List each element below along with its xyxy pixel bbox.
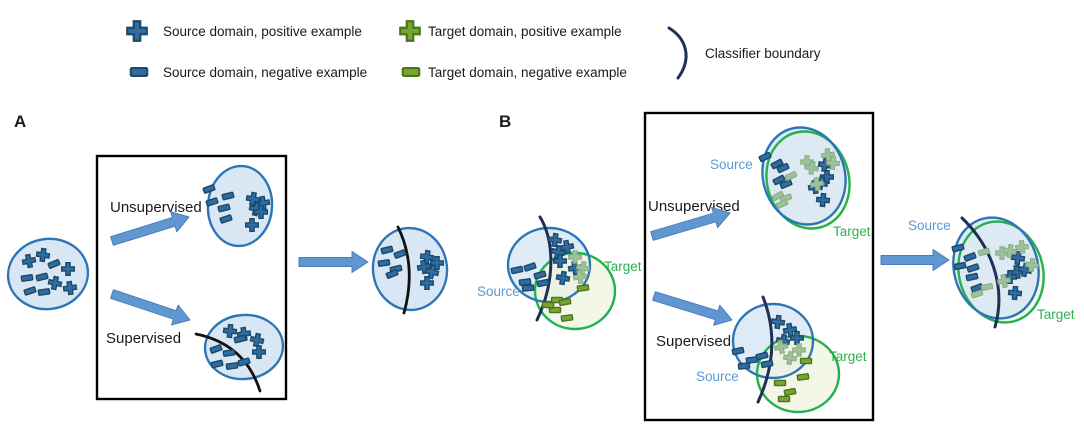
source-label: Source: [710, 157, 753, 172]
b-sup-src-dash: [760, 359, 774, 369]
target-domain-ellipse-fill: [757, 336, 839, 412]
target-domain-ellipse: [765, 130, 851, 230]
source-label: Source: [477, 284, 520, 299]
panel-a-box: [95, 154, 288, 401]
classifier-boundary-curve: [756, 295, 774, 404]
source-domain-ellipse: [731, 302, 815, 380]
b-sup-tgt-dash: [783, 387, 797, 397]
figure-a-start: [6, 237, 90, 311]
a-sup-dash: [225, 361, 239, 371]
legend-source-negative-label: Source domain, negative example: [163, 65, 367, 80]
b-sup-tgt-dash: [799, 357, 813, 365]
b-pre-tgt-dash: [576, 283, 590, 293]
a-start-dash: [37, 287, 51, 297]
source-positive-icon: [126, 20, 148, 42]
classifier-boundary-icon: [667, 26, 688, 80]
target-domain-ellipse: [957, 220, 1045, 324]
target-label: Target: [833, 224, 871, 239]
supervised-arrow-a: [110, 289, 191, 326]
unsupervised-arrow-a: [110, 211, 190, 246]
legend-target-positive-label: Target domain, positive example: [428, 24, 622, 39]
panel-a-label: A: [14, 112, 26, 131]
b-sup-tgt-dash: [773, 379, 787, 387]
target-label: Target: [1037, 307, 1075, 322]
panel-b-label: B: [499, 112, 511, 131]
result-arrow-a: [298, 251, 369, 273]
b-result-src-dash: [953, 261, 967, 271]
legend: Source domain, positive example Target d…: [126, 20, 821, 80]
source-label: Source: [696, 369, 739, 384]
source-domain-ellipse: [761, 126, 847, 226]
source-domain-ellipse: [952, 216, 1040, 320]
b-sup-src-dash: [737, 362, 751, 370]
target-label: Target: [604, 259, 642, 274]
a-sup-dash: [222, 348, 236, 358]
a-result-dash: [377, 258, 391, 268]
b-pre-src-dash: [518, 277, 532, 287]
legend-target-negative-label: Target domain, negative example: [428, 65, 627, 80]
unsupervised-arrow-b: [650, 207, 731, 241]
source-domain-ellipse: [6, 237, 90, 311]
classifier-boundary-curve: [396, 225, 411, 315]
b-sup-tgt-dash: [796, 372, 810, 382]
b-sup-tgt-dash: [777, 395, 791, 403]
result-arrow-b: [880, 249, 950, 271]
b-pre-tgt-dash: [558, 297, 572, 307]
legend-classifier-label: Classifier boundary: [705, 46, 821, 61]
classifier-boundary-curve: [960, 216, 1001, 329]
supervised-arrow-b: [652, 291, 733, 326]
source-label: Source: [908, 218, 951, 233]
panel-b-box: [643, 111, 875, 422]
target-label: Target: [829, 349, 867, 364]
target-positive-icon: [399, 20, 421, 42]
classifier-boundary-curve: [194, 332, 262, 393]
target-negative-icon: [401, 67, 421, 77]
b-pre-tgt-dash: [541, 301, 555, 309]
b-pre-tgt-dash: [560, 313, 574, 323]
a-start-dash: [20, 273, 34, 283]
b-pre-src-dash: [521, 284, 535, 292]
figure-a-supervised: [194, 313, 285, 393]
panel-b: B Source Target Unsupervised Source Targ…: [477, 111, 1075, 422]
supervised-label-b: Supervised: [656, 333, 731, 350]
legend-source-positive-label: Source domain, positive example: [163, 24, 362, 39]
unsupervised-label-a: Unsupervised: [110, 199, 202, 216]
supervised-label-a: Supervised: [106, 330, 181, 347]
source-negative-icon: [129, 67, 149, 77]
